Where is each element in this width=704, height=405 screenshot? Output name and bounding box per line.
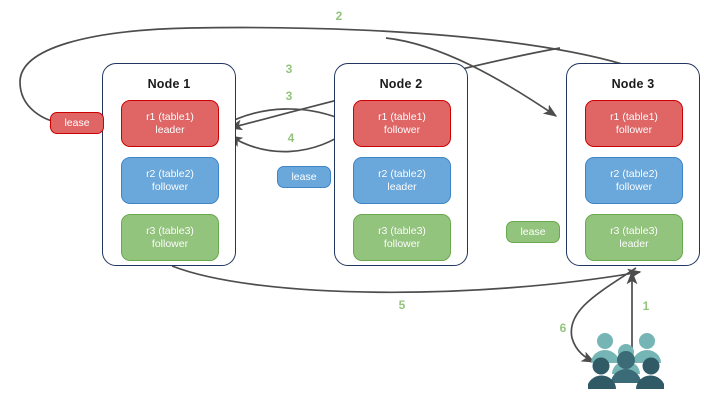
people-icon[interactable] [588,330,664,392]
replica-role: follower [383,123,421,136]
node-3-container[interactable]: Node 3 r1 (table1) follower r2 (table2) … [566,63,700,266]
arrow-step-3-forward [221,108,350,127]
node-2-replica-r1[interactable]: r1 (table1) follower [353,100,451,147]
node-2-replica-r2[interactable]: r2 (table2) leader [353,157,451,204]
node-1-title: Node 1 [147,77,191,91]
replica-role: leader [155,123,185,136]
arrow-step-2-to-node3 [385,37,558,117]
replica-name: r1 (table1) [378,110,426,123]
lease-label: lease [291,171,317,183]
lease-badge-r1[interactable]: lease [50,112,104,134]
lease-badge-r2[interactable]: lease [277,166,331,188]
step-label-3-top: 3 [285,62,293,76]
replica-name: r3 (table3) [378,224,426,237]
step-label-2: 2 [335,9,343,23]
replica-role: leader [387,180,417,193]
replica-name: r2 (table2) [146,167,194,180]
node-3-replica-r3[interactable]: r3 (table3) leader [585,214,683,261]
replica-role: follower [383,237,421,250]
node-3-title: Node 3 [611,77,655,91]
node-1-replica-r3[interactable]: r3 (table3) follower [121,214,219,261]
replica-role: follower [151,180,189,193]
node-2-replica-r3[interactable]: r3 (table3) follower [353,214,451,261]
step-label-1: 1 [642,299,650,313]
step-label-3-forward: 3 [285,89,293,103]
replica-name: r1 (table1) [146,110,194,123]
replica-name: r3 (table3) [146,224,194,237]
replica-name: r1 (table1) [610,110,658,123]
node-3-replica-r1[interactable]: r1 (table1) follower [585,100,683,147]
step-label-6: 6 [559,321,567,335]
node-2-title: Node 2 [379,77,423,91]
replica-role: follower [615,123,653,136]
lease-badge-r3[interactable]: lease [506,221,560,243]
node-3-replica-r2[interactable]: r2 (table2) follower [585,157,683,204]
arrow-step-2 [19,26,693,128]
node-1-replica-r1[interactable]: r1 (table1) leader [121,100,219,147]
replica-name: r3 (table3) [610,224,658,237]
replica-role: follower [151,237,189,250]
node-1-replica-r2[interactable]: r2 (table2) follower [121,157,219,204]
lease-label: lease [520,226,546,238]
replica-name: r2 (table2) [610,167,658,180]
node-1-container[interactable]: Node 1 r1 (table1) leader r2 (table2) fo… [102,63,236,266]
step-label-4: 4 [287,131,295,145]
lease-label: lease [64,117,90,129]
replica-role: follower [615,180,653,193]
replica-role: leader [619,237,649,250]
node-2-container[interactable]: Node 2 r1 (table1) follower r2 (table2) … [334,63,468,266]
step-label-5: 5 [398,298,406,312]
replica-name: r2 (table2) [378,167,426,180]
arrow-step-5 [171,265,642,294]
arrow-step-6 [570,267,637,363]
